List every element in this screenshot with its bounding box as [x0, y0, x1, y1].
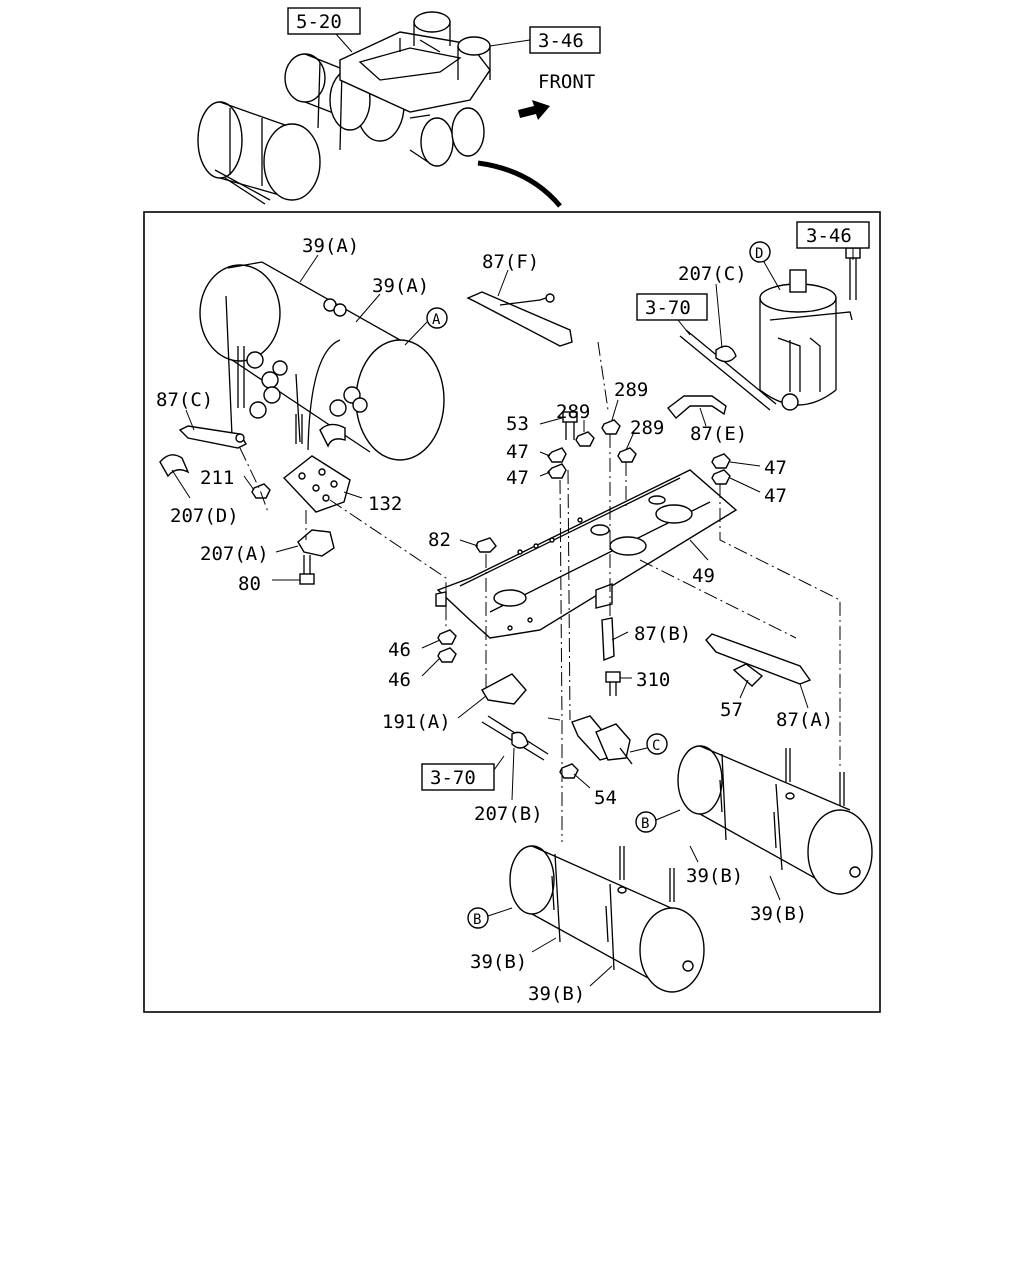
label-289-c: 289: [630, 417, 664, 439]
label-46-b: 46: [388, 669, 411, 691]
label-207a: 207(A): [200, 543, 269, 565]
callout-b-right: B: [641, 816, 649, 832]
callout-a: A: [432, 312, 441, 328]
label-39b-2: 39(B): [750, 903, 807, 925]
label-39b-3: 39(B): [470, 951, 527, 973]
label-207d: 207(D): [170, 505, 239, 527]
label-289-b: 289: [614, 379, 648, 401]
small-air-tank-left: [509, 845, 705, 993]
label-46-a: 46: [388, 639, 411, 661]
large-air-tank: [199, 261, 445, 461]
label-39a-1: 39(A): [302, 235, 359, 257]
label-80: 80: [238, 573, 261, 595]
label-47-c: 47: [764, 457, 787, 479]
label-207b: 207(B): [474, 803, 543, 825]
label-82: 82: [428, 529, 451, 551]
callout-b-left: B: [473, 912, 481, 928]
bracket-87a: [705, 633, 812, 687]
label-39b-4: 39(B): [528, 983, 585, 1005]
label-39a-2: 39(A): [372, 275, 429, 297]
label-191a: 191(A): [382, 711, 451, 733]
bracket-87b: [601, 617, 621, 696]
bolt-80: [299, 555, 315, 585]
ref-box-3-46-overview: 3-46: [538, 30, 584, 52]
plate-132: [282, 455, 351, 513]
label-57: 57: [720, 699, 743, 721]
label-87b: 87(B): [634, 623, 691, 645]
detail-frame: [143, 211, 881, 1013]
overview-assembly: FRONT 5-20 3-46: [197, 7, 601, 208]
callout-d: D: [755, 246, 763, 262]
bracket-87f: [466, 291, 573, 347]
bracket-87e: [667, 395, 727, 420]
leader-lines: [171, 254, 809, 987]
ref-box-3-70-top: 3-70: [645, 297, 691, 319]
bracket-87c: [159, 425, 271, 499]
callout-c: C: [652, 738, 660, 754]
small-air-tank-right: [677, 745, 873, 895]
label-289-a: 289: [556, 401, 590, 423]
label-132: 132: [368, 493, 402, 515]
front-label: FRONT: [538, 71, 595, 93]
label-87e: 87(E): [690, 423, 747, 445]
ref-box-3-70-bottom: 3-70: [430, 767, 476, 789]
label-207c: 207(C): [678, 263, 747, 285]
label-49: 49: [692, 565, 715, 587]
label-39b-1: 39(B): [686, 865, 743, 887]
plate-191a: [481, 673, 527, 705]
label-87a: 87(A): [776, 709, 833, 731]
part-labels: 39(A) 39(A) 87(F) 207(C) 289 289 289 53 …: [156, 235, 833, 1005]
label-211: 211: [200, 467, 234, 489]
valve-assembly: [481, 715, 633, 765]
crossmember-49: [435, 469, 738, 639]
label-53: 53: [506, 413, 529, 435]
label-87c: 87(C): [156, 389, 213, 411]
clip-207a: [297, 529, 335, 557]
label-54: 54: [594, 787, 617, 809]
label-47-b: 47: [506, 467, 529, 489]
fasteners: [437, 411, 731, 779]
ref-box-5-20: 5-20: [296, 11, 342, 33]
label-47-d: 47: [764, 485, 787, 507]
label-87f: 87(F): [482, 251, 539, 273]
ref-box-3-46: 3-46: [806, 225, 852, 247]
label-47-a: 47: [506, 441, 529, 463]
assembly-lines: [239, 341, 841, 842]
label-310: 310: [636, 669, 670, 691]
